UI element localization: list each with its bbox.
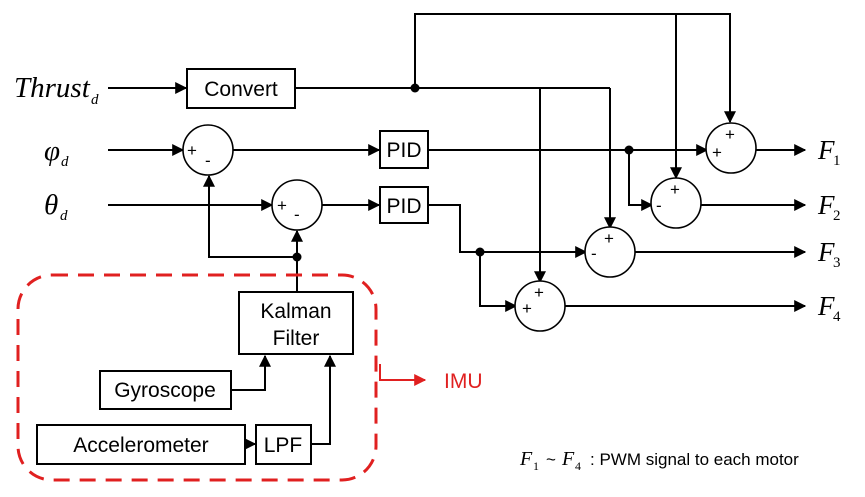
sign-plus: + <box>604 229 614 248</box>
output-f3-symbol: F <box>817 237 835 267</box>
input-phi-label: φ d <box>44 135 69 170</box>
kalman-filter-block: Kalman Filter <box>238 291 354 355</box>
sum-junction-pitch-error: + - <box>271 179 323 231</box>
sign-plus: + <box>712 143 722 162</box>
sign-minus: - <box>294 205 300 224</box>
sign-plus: + <box>534 283 544 302</box>
pid-pitch-label: PID <box>386 195 421 218</box>
sign-minus: - <box>656 196 662 215</box>
output-f2: F 2 <box>817 190 841 224</box>
input-thrust-label: Thrust d <box>14 72 99 108</box>
output-f4-subscript: 4 <box>833 309 841 325</box>
input-theta-label: θ d <box>44 189 68 224</box>
output-f2-subscript: 2 <box>833 208 841 224</box>
note-text: : PWM signal to each motor <box>590 450 799 469</box>
note-tilde: ~ <box>546 450 556 469</box>
sign-minus: - <box>591 244 597 263</box>
theta-symbol: θ <box>44 189 58 221</box>
output-f1-symbol: F <box>817 135 835 165</box>
sum-junction-f4: + + <box>514 280 566 332</box>
sum-junction-roll-error: + - <box>182 124 234 176</box>
imu-group: IMU <box>16 273 483 482</box>
thrust-symbol: Thrust <box>14 72 91 104</box>
phi-subscript: d <box>61 154 69 170</box>
output-f1-subscript: 1 <box>833 153 841 169</box>
junction-dots <box>292 83 634 262</box>
output-f1: F 1 <box>817 135 841 169</box>
output-f4-symbol: F <box>817 291 835 321</box>
kalman-label-line1: Kalman <box>260 300 331 323</box>
output-f4: F 4 <box>817 291 841 325</box>
signal-wires <box>108 13 807 450</box>
convert-label: Convert <box>204 78 278 101</box>
sign-plus: + <box>187 141 197 160</box>
phi-symbol: φ <box>44 135 60 167</box>
output-f2-symbol: F <box>817 190 835 220</box>
sum-junction-f1: + + <box>705 122 757 174</box>
sign-plus: + <box>725 125 735 144</box>
sign-plus: + <box>670 180 680 199</box>
sign-plus: + <box>277 196 287 215</box>
accelerometer-block: Accelerometer <box>36 424 246 465</box>
sign-plus: + <box>522 299 532 318</box>
gyroscope-block: Gyroscope <box>99 370 232 410</box>
sum-junction-f2: - + <box>650 177 702 229</box>
sum-junction-f3: - + <box>584 226 636 278</box>
sign-minus: - <box>205 151 211 170</box>
convert-block: Convert <box>186 68 296 109</box>
note-f-start: F <box>519 448 533 470</box>
accelerometer-label: Accelerometer <box>73 434 208 457</box>
pid-block-roll: PID <box>379 130 429 169</box>
output-f3: F 3 <box>817 237 841 271</box>
footnote: F 1 ~ F 4 : PWM signal to each motor <box>519 448 799 473</box>
imu-label: IMU <box>444 370 483 393</box>
lpf-block: LPF <box>255 424 312 465</box>
pid-roll-label: PID <box>386 139 421 162</box>
output-f3-subscript: 3 <box>833 255 841 271</box>
pid-block-pitch: PID <box>379 186 429 224</box>
lpf-label: LPF <box>264 434 303 457</box>
gyroscope-label: Gyroscope <box>114 379 216 402</box>
note-f-start-sub: 1 <box>533 459 539 473</box>
note-f-end-sub: 4 <box>575 459 581 473</box>
note-f-end: F <box>561 448 575 470</box>
thrust-subscript: d <box>91 92 99 108</box>
theta-subscript: d <box>60 208 68 224</box>
kalman-label-line2: Filter <box>273 327 320 350</box>
